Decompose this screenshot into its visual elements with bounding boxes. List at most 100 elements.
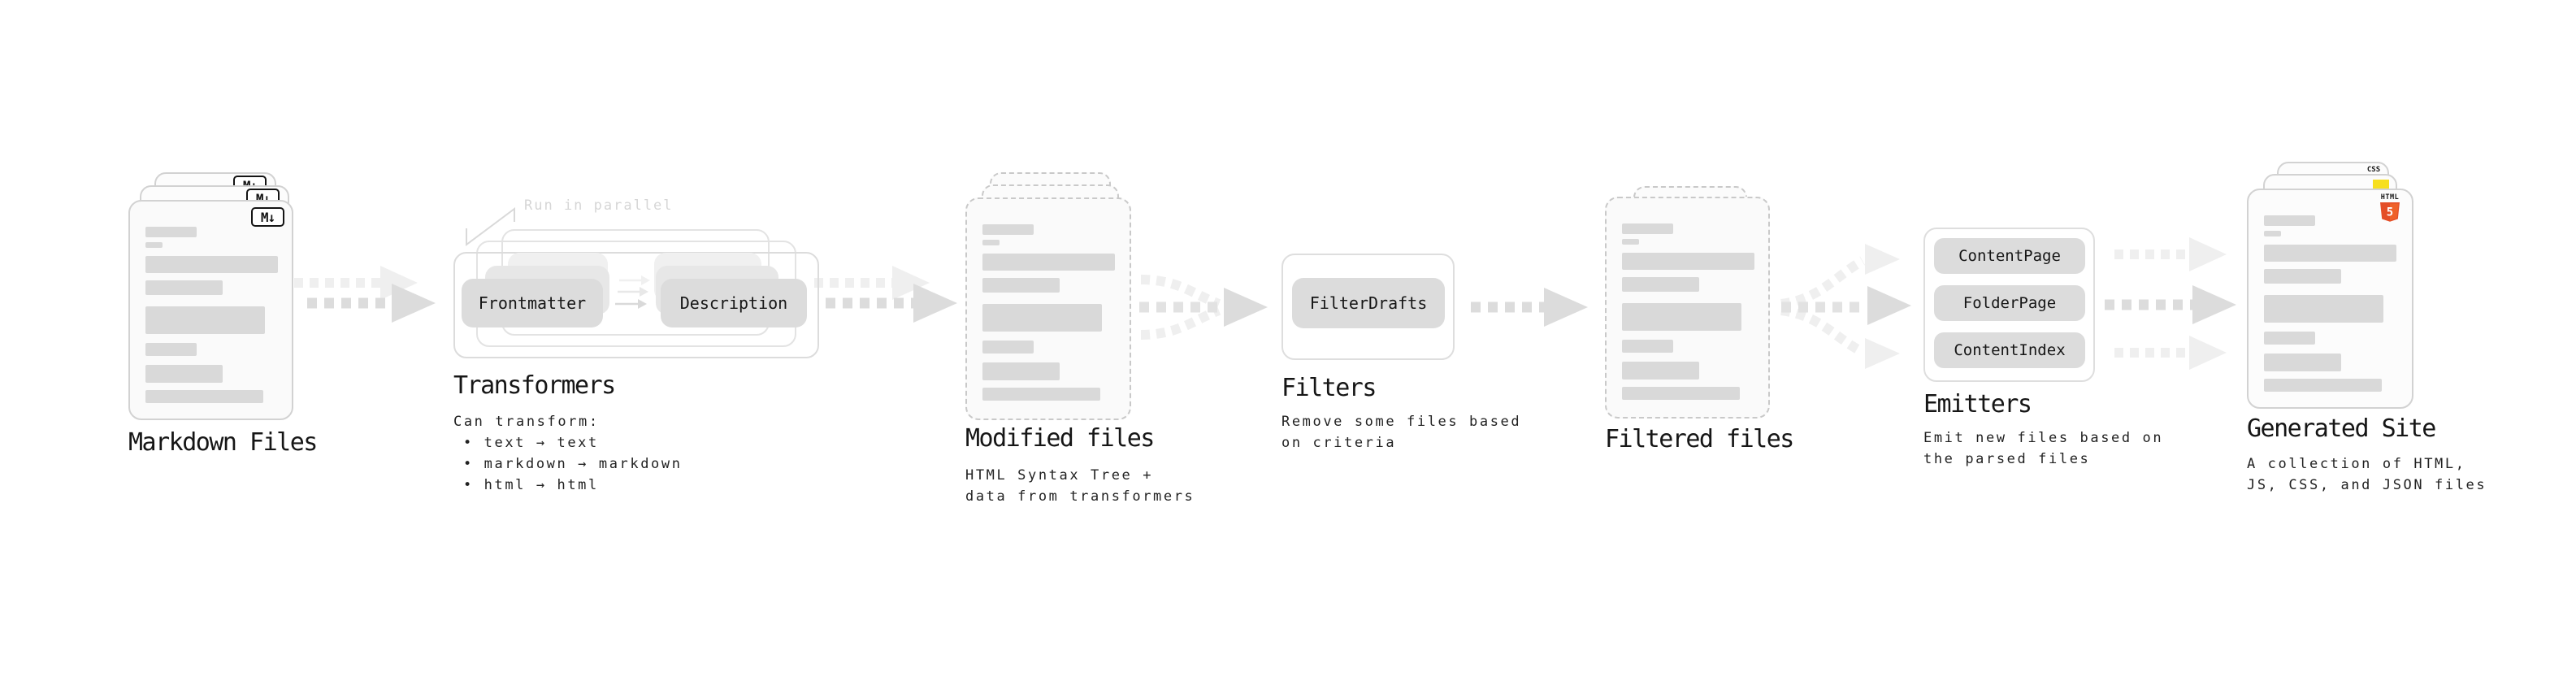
placeholder-bar [982, 224, 1034, 235]
markdown-icon: M↓ [251, 207, 284, 227]
svg-text:5: 5 [2387, 206, 2393, 219]
placeholder-bar [982, 240, 1000, 245]
desc-line: data from transformers [965, 488, 1195, 505]
placeholder-bar [145, 343, 197, 356]
document-placeholder-lines [982, 224, 1117, 403]
arrow-part [392, 284, 436, 323]
desc-line: Remove some files based [1281, 414, 1522, 430]
placeholder-bar [1622, 253, 1754, 270]
placeholder-bar [145, 365, 223, 383]
transform-bullet: • text → text [463, 435, 599, 451]
arrow-part [1867, 286, 1911, 325]
markdown-files-label: Markdown Files [128, 428, 318, 457]
filters-label: Filters [1281, 374, 1377, 402]
modified-file-card [965, 197, 1131, 420]
desc-line: HTML Syntax Tree + [965, 467, 1154, 484]
placeholder-bar [1622, 340, 1673, 353]
description-pill: Description [661, 279, 807, 327]
transformers-description: Can transform: • text → text • markdown … [453, 411, 683, 496]
css-icon-text: CSS [2366, 166, 2381, 174]
contentindex-pill: ContentIndex [1934, 332, 2085, 368]
placeholder-bar [145, 227, 197, 237]
frontmatter-pill: Frontmatter [462, 279, 603, 327]
placeholder-bar [2264, 379, 2382, 392]
placeholder-bar [1622, 223, 1673, 234]
filterdrafts-pill: FilterDrafts [1292, 278, 1445, 328]
placeholder-bar [145, 256, 278, 273]
javascript-icon [2373, 180, 2389, 190]
folderpage-pill: FolderPage [1934, 285, 2085, 321]
placeholder-bar [1622, 277, 1699, 292]
generated-site-label: Generated Site [2247, 414, 2436, 443]
placeholder-bar [2264, 354, 2341, 371]
placeholder-bar [1622, 239, 1639, 245]
placeholder-bar [982, 340, 1034, 354]
arrow-part [1780, 256, 1866, 309]
placeholder-bar [982, 362, 1060, 380]
transform-bullet: • html → html [463, 477, 599, 493]
placeholder-bar [2264, 245, 2396, 262]
desc-line: the parsed files [1923, 451, 2091, 467]
site-file-card: HTML 5 [2247, 189, 2413, 409]
document-placeholder-lines [145, 227, 280, 406]
arrow-modified-to-filters [1139, 275, 1268, 340]
placeholder-bar [1622, 387, 1740, 400]
placeholder-bar [145, 306, 265, 334]
desc-line: A collection of HTML, [2247, 456, 2466, 472]
filtered-files-label: Filtered files [1605, 425, 1794, 453]
arrow-part [1865, 338, 1900, 369]
arrow-part [2189, 237, 2227, 271]
modified-files-label: Modified files [965, 424, 1155, 453]
emitters-label: Emitters [1923, 390, 2032, 419]
document-placeholder-lines [1622, 223, 1757, 402]
placeholder-bar [2264, 295, 2383, 323]
placeholder-bar [1622, 303, 1741, 331]
arrow-part [1865, 244, 1900, 275]
arrow-part [1140, 306, 1221, 340]
desc-line: on criteria [1281, 435, 1397, 451]
html5-icon-text: HTML [2380, 193, 2400, 202]
placeholder-bar [145, 280, 223, 295]
arrow-part [1140, 275, 1221, 309]
html5-shield: 5 [2380, 202, 2400, 222]
filtered-file-card [1605, 197, 1770, 419]
arrow-part [892, 266, 930, 300]
emitters-description: Emit new files based on the parsed files [1923, 427, 2163, 470]
arrow-part [1544, 288, 1588, 327]
arrow-emitters-to-site [2105, 237, 2236, 370]
placeholder-bar [2264, 215, 2315, 226]
arrow-part [641, 275, 650, 285]
generated-site-description: A collection of HTML, JS, CSS, and JSON … [2247, 453, 2487, 496]
placeholder-bar [2264, 231, 2281, 236]
arrow-part [1224, 288, 1268, 327]
arrow-part [2189, 336, 2227, 370]
arrow-part [638, 299, 647, 309]
arrow-filtered-to-emitters [1780, 244, 1911, 369]
modified-files-description: HTML Syntax Tree + data from transformer… [965, 465, 1195, 507]
document-placeholder-lines [2264, 215, 2399, 394]
arrow-part [380, 266, 418, 300]
placeholder-bar [145, 390, 263, 403]
annotation-leader-line [466, 207, 515, 246]
transformers-desc-title: Can transform: [453, 414, 600, 430]
placeholder-bar [982, 304, 1102, 332]
contentpage-pill: ContentPage [1934, 238, 2085, 274]
placeholder-bar [982, 254, 1115, 271]
arrow-part [913, 284, 957, 323]
markdown-file-card: M↓ [128, 200, 293, 420]
arrow-part [2192, 285, 2236, 324]
html5-icon: HTML 5 [2379, 194, 2400, 226]
transformer-pill-arrows [615, 275, 650, 309]
arrow-filters-to-filtered [1471, 288, 1588, 327]
transformers-label: Transformers [453, 371, 616, 400]
transform-bullet: • markdown → markdown [463, 456, 683, 472]
transformer-container [453, 252, 819, 358]
placeholder-bar [145, 242, 163, 248]
placeholder-bar [2264, 269, 2341, 284]
desc-line: Emit new files based on [1923, 430, 2164, 446]
arrow-markdown-to-transformers [294, 266, 436, 323]
placeholder-bar [1622, 362, 1699, 380]
arrow-transformers-to-modified [814, 266, 957, 323]
